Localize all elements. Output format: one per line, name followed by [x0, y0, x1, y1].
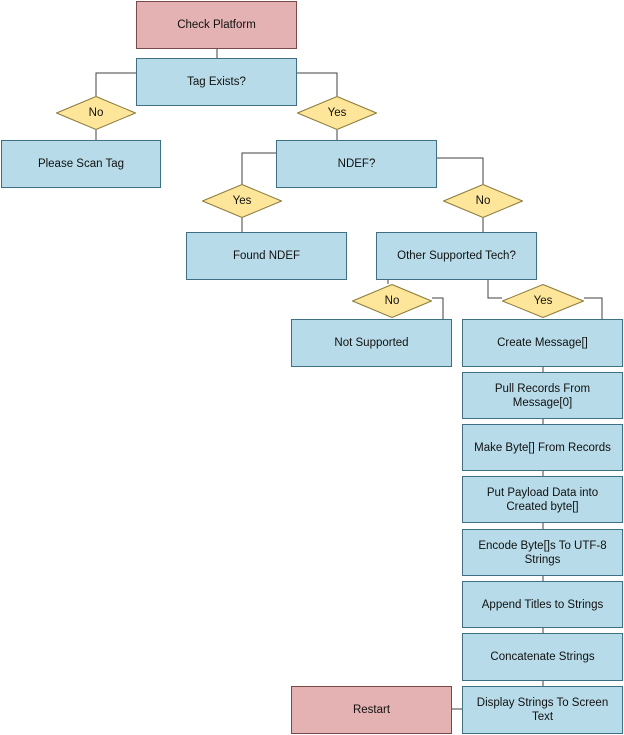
- create-message-node: Create Message[]: [462, 319, 623, 367]
- display-strings-label: Display Strings To Screen Text: [476, 697, 609, 723]
- ndef-no-decision: No: [443, 184, 523, 218]
- check-platform-label: Check Platform: [177, 19, 256, 31]
- found-ndef-label: Found NDEF: [232, 250, 301, 262]
- not-supported-node: Not Supported: [291, 319, 452, 367]
- display-strings-node: Display Strings To Screen Text: [462, 686, 623, 734]
- other-tech-no-label: No: [384, 295, 400, 307]
- ndef-yes-label: Yes: [232, 195, 252, 207]
- pull-records-label: Pull Records From Message[0]: [494, 382, 591, 409]
- tag-exists-node: Tag Exists?: [136, 58, 297, 106]
- other-supported-tech-label: Other Supported Tech?: [397, 250, 516, 262]
- concatenate-label: Concatenate Strings: [490, 651, 595, 663]
- make-byte-label: Make Byte[] From Records: [474, 441, 611, 454]
- make-byte-node: Make Byte[] From Records: [462, 424, 623, 471]
- ndef-yes-decision: Yes: [202, 184, 282, 218]
- create-message-label: Create Message[]: [497, 337, 588, 349]
- restart-node: Restart: [291, 686, 452, 734]
- other-tech-yes-decision: Yes: [502, 284, 584, 318]
- ndef-no-label: No: [475, 195, 491, 207]
- pull-records-node: Pull Records From Message[0]: [462, 372, 623, 419]
- please-scan-tag-node: Please Scan Tag: [1, 140, 161, 188]
- tag-exists-no-decision: No: [56, 96, 136, 130]
- append-titles-label: Append Titles to Strings: [481, 598, 604, 611]
- put-payload-label: Put Payload Data into Created byte[]: [486, 486, 599, 513]
- put-payload-node: Put Payload Data into Created byte[]: [462, 476, 623, 523]
- tag-exists-yes-label: Yes: [327, 107, 347, 119]
- encode-utf8-node: Encode Byte[]s To UTF-8 Strings: [462, 529, 623, 576]
- restart-label: Restart: [352, 704, 391, 716]
- tag-exists-no-label: No: [88, 107, 104, 119]
- encode-utf8-label: Encode Byte[]s To UTF-8 Strings: [478, 539, 607, 566]
- concatenate-node: Concatenate Strings: [462, 633, 623, 681]
- append-titles-node: Append Titles to Strings: [462, 581, 623, 628]
- tag-exists-yes-decision: Yes: [297, 96, 377, 130]
- not-supported-label: Not Supported: [334, 337, 409, 349]
- tag-exists-label: Tag Exists?: [187, 76, 246, 88]
- other-tech-no-decision: No: [352, 284, 432, 318]
- ndef-label: NDEF?: [337, 158, 376, 170]
- other-tech-yes-label: Yes: [533, 295, 553, 307]
- ndef-node: NDEF?: [276, 140, 437, 188]
- other-supported-tech-node: Other Supported Tech?: [376, 232, 537, 280]
- check-platform-node: Check Platform: [136, 1, 297, 49]
- please-scan-tag-label: Please Scan Tag: [37, 158, 125, 170]
- found-ndef-node: Found NDEF: [186, 232, 347, 280]
